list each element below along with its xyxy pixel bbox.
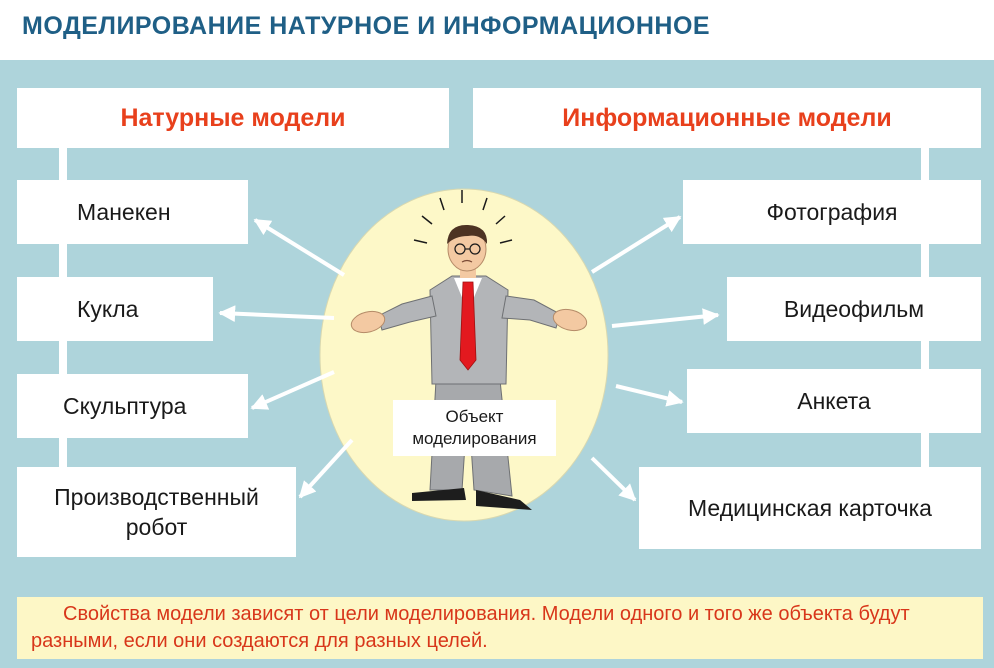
natural-item-label: Производственный робот <box>54 484 259 540</box>
info-models-heading-text: Информационные модели <box>562 104 892 132</box>
arrow-icon <box>218 215 720 502</box>
info-item-label: Медицинская карточка <box>688 495 932 521</box>
info-item-questionnaire: Анкета <box>687 369 981 433</box>
info-item-label: Фотография <box>766 199 898 225</box>
info-item-label: Анкета <box>797 388 871 414</box>
page-title: МОДЕЛИРОВАНИЕ НАТУРНОЕ И ИНФОРМАЦИОННОЕ <box>22 12 711 40</box>
businessman-icon <box>350 190 588 510</box>
natural-item-sculpture: Скульптура <box>17 374 248 438</box>
natural-item-label: Манекен <box>77 199 171 225</box>
info-item-label: Видеофильм <box>783 296 925 322</box>
note-text: Свойства модели зависят от цели моделиро… <box>31 603 910 652</box>
natural-item-label: Кукла <box>77 296 139 322</box>
natural-item-doll: Кукла <box>17 277 213 341</box>
object-label: Объект моделирования <box>393 400 556 456</box>
natural-item-label: Скульптура <box>63 393 187 419</box>
info-item-photo: Фотография <box>683 180 981 244</box>
info-item-medical-card: Медицинская карточка <box>639 467 981 549</box>
natural-models-heading-text: Натурные модели <box>120 104 346 132</box>
natural-item-mannequin: Манекен <box>17 180 248 244</box>
natural-item-robot: Производственный робот <box>17 467 296 557</box>
object-label-text: Объект моделирования <box>412 407 537 448</box>
info-item-video: Видеофильм <box>727 277 981 341</box>
natural-models-heading: Натурные модели <box>17 88 449 148</box>
note-box: Свойства модели зависят от цели моделиро… <box>17 597 983 659</box>
info-models-heading: Информационные модели <box>473 88 981 148</box>
